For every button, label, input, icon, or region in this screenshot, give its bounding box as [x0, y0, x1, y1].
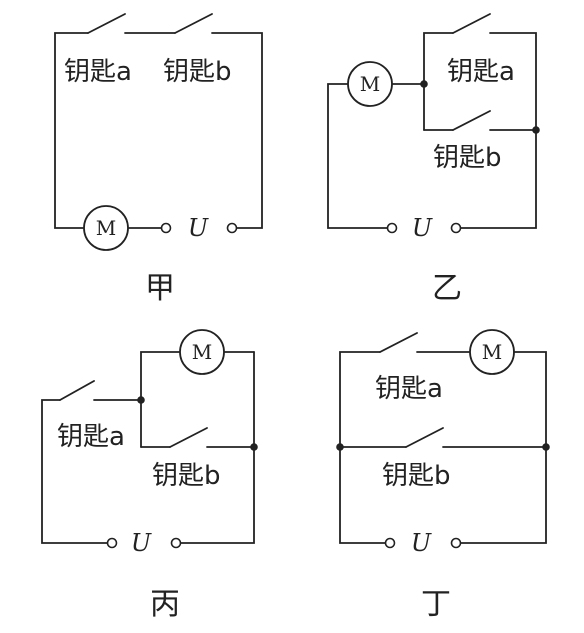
- circuit-ding: M U 钥匙a 钥匙b 丁: [336, 329, 550, 622]
- motor: M: [83, 205, 129, 251]
- switch-key-b: [174, 13, 213, 34]
- switch-key-b: [405, 427, 444, 448]
- key-a-label: 钥匙a: [375, 374, 443, 404]
- circuit-jia: M U 钥匙a 钥匙b 甲: [54, 13, 263, 306]
- terminal-right: [450, 222, 462, 234]
- terminal-left: [106, 537, 118, 549]
- circuit-yi: M U 钥匙a 钥匙b 乙: [327, 13, 540, 306]
- switch-key-a: [452, 13, 491, 34]
- motor-label: M: [192, 340, 212, 364]
- switch-key-a: [379, 332, 418, 353]
- junction-node: [542, 443, 550, 451]
- junction-node: [137, 396, 145, 404]
- switch-key-b: [452, 110, 491, 131]
- switch-key-a: [59, 380, 95, 401]
- source-label: U: [131, 529, 152, 557]
- caption-jia: 甲: [145, 271, 175, 306]
- source-label: U: [188, 214, 209, 242]
- switch-key-b: [169, 427, 208, 448]
- terminal-left: [160, 222, 172, 234]
- key-b-label: 钥匙b: [152, 461, 221, 491]
- motor: M: [347, 61, 393, 107]
- source-label: U: [411, 529, 432, 557]
- source-label: U: [412, 214, 433, 242]
- motor-label: M: [482, 340, 502, 364]
- motor-label: M: [96, 216, 116, 240]
- key-b-label: 钥匙b: [382, 461, 451, 491]
- switch-key-a: [87, 13, 126, 34]
- terminal-right: [450, 537, 462, 549]
- motor-label: M: [360, 72, 380, 96]
- terminal-left: [384, 537, 396, 549]
- key-a-label: 钥匙a: [57, 422, 125, 452]
- key-b-label: 钥匙b: [163, 57, 232, 87]
- junction-node: [420, 80, 428, 88]
- junction-node: [532, 126, 540, 134]
- terminal-left: [386, 222, 398, 234]
- circuit-bing: M U 钥匙a 钥匙b 丙: [41, 329, 258, 622]
- junction-node: [336, 443, 344, 451]
- caption-ding: 丁: [421, 587, 451, 622]
- junction-node: [250, 443, 258, 451]
- terminal-right: [226, 222, 238, 234]
- caption-yi: 乙: [432, 271, 462, 306]
- motor: M: [469, 329, 515, 375]
- key-a-label: 钥匙a: [447, 57, 515, 87]
- caption-bing: 丙: [150, 587, 180, 622]
- terminal-right: [170, 537, 182, 549]
- motor: M: [179, 329, 225, 375]
- key-a-label: 钥匙a: [64, 57, 132, 87]
- key-b-label: 钥匙b: [433, 143, 502, 173]
